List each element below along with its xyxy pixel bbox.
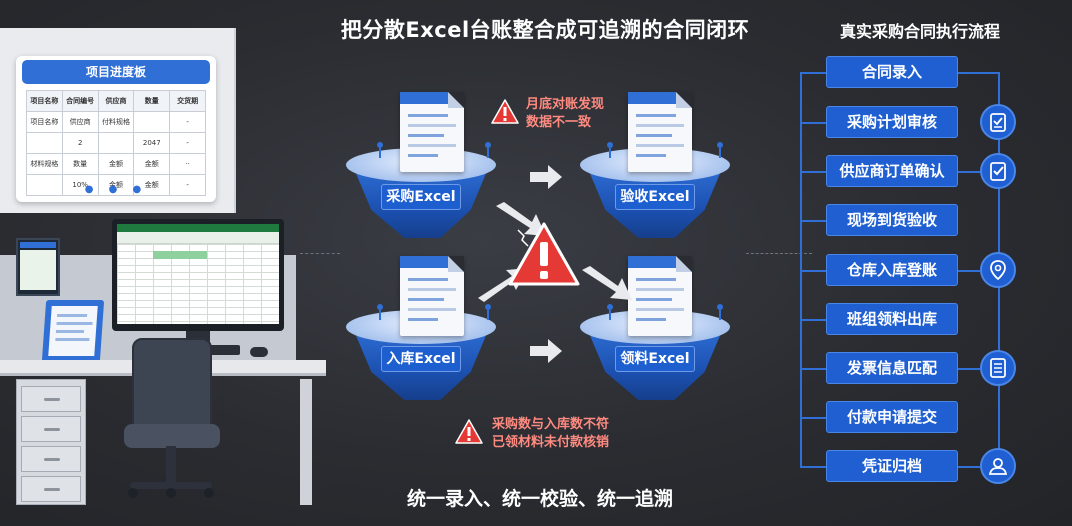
large-warning-icon	[508, 222, 580, 286]
user-pin-icon	[484, 142, 492, 158]
board-table: 项目名称 合同编号 供应商 数量 交货期 项目名称 供应商 付料规格 - 2 2…	[26, 90, 206, 196]
board-cell: 金额	[97, 153, 135, 175]
user-archive-icon	[980, 448, 1016, 484]
board-row: 2 2047 -	[26, 132, 206, 154]
user-pin-icon	[606, 142, 614, 158]
spreadsheet-document-icon	[400, 256, 464, 336]
warning-icon	[491, 99, 519, 124]
flow-step-site-acceptance: 现场到货验收	[826, 204, 958, 236]
board-cell: 金额	[133, 174, 171, 196]
board-cell: -	[169, 132, 206, 154]
document-list-icon	[980, 350, 1016, 386]
user-pin-icon	[376, 304, 384, 320]
tablet-document	[41, 300, 105, 362]
spreadsheet-screen	[117, 224, 279, 324]
user-pin-icon	[606, 304, 614, 320]
flow-step-plan-review: 采购计划审核	[826, 106, 958, 138]
board-cell	[133, 111, 171, 133]
board-cell: 2047	[133, 132, 171, 154]
crack-icon	[517, 229, 529, 247]
board-cell: 付料规格	[97, 111, 135, 133]
board-cell: 10%	[61, 174, 99, 196]
main-title: 把分散Excel台账整合成可追溯的合同闭环	[340, 18, 750, 42]
spreadsheet-document-icon	[628, 256, 692, 336]
inbound-excel-label: 入库Excel	[381, 346, 461, 372]
purchase-excel-label: 采购Excel	[381, 184, 461, 210]
board-cell: 金额	[133, 153, 171, 175]
board-cell: 供应商	[61, 111, 99, 133]
top-warning-text: 月底对账发现 数据不一致	[526, 96, 604, 132]
board-row: 材料规格 数量 金额 金额 ··	[26, 153, 206, 175]
flow-step-order-confirm: 供应商订单确认	[826, 155, 958, 187]
board-cell: 数量	[61, 153, 99, 175]
flow-step-payment-request: 付款申请提交	[826, 401, 958, 433]
user-pin-icon	[716, 142, 724, 158]
top-warning-line: 数据不一致	[526, 115, 592, 130]
dashed-connector	[746, 253, 812, 254]
user-pin-icon	[376, 142, 384, 158]
flow-step-warehouse-entry: 仓库入库登账	[826, 254, 958, 286]
flow-step-voucher-archive: 凭证归档	[826, 450, 958, 482]
check-document-icon	[980, 153, 1016, 189]
bottom-warning-text: 采购数与入库数不符 已领材料未付款核销	[492, 416, 609, 452]
board-cell: 合同编号	[61, 90, 99, 112]
board-row: 项目名称 供应商 付料规格 -	[26, 111, 206, 133]
board-cell: 供应商	[97, 90, 135, 112]
flow-step-invoice-match: 发票信息匹配	[826, 352, 958, 384]
board-cell	[26, 132, 63, 154]
material-excel-label: 领料Excel	[615, 346, 695, 372]
user-pin-icon	[484, 304, 492, 320]
board-cell	[97, 132, 135, 154]
warning-icon	[455, 419, 483, 444]
dashed-connector	[300, 253, 340, 254]
project-progress-board: 项目进度板 项目名称 合同编号 供应商 数量 交货期 项目名称 供应商 付料规格…	[16, 56, 216, 202]
desk-drawers	[16, 379, 86, 505]
board-row: 项目名称 合同编号 供应商 数量 交货期	[26, 90, 206, 112]
side-monitor	[16, 238, 60, 296]
desktop-monitor	[112, 219, 284, 331]
office-chair	[132, 338, 212, 434]
user-pin-icon	[716, 304, 724, 320]
board-cell: 项目名称	[26, 111, 63, 133]
board-cell: 2	[61, 132, 99, 154]
bottom-warning-line: 已领材料未付款核销	[492, 435, 610, 450]
board-cell: 数量	[133, 90, 171, 112]
spreadsheet-document-icon	[400, 92, 464, 172]
bottom-warning-line: 采购数与入库数不符	[492, 417, 610, 432]
inbound-excel-platform: 入库Excel	[346, 310, 496, 406]
keyboard	[210, 345, 240, 355]
bottom-slogan: 统一录入、统一校验、统一追溯	[406, 488, 673, 510]
arrow-diagonal-down-icon	[496, 202, 546, 236]
board-cell: ··	[169, 153, 206, 175]
mouse	[250, 347, 268, 357]
board-title: 项目进度板	[22, 60, 210, 84]
arrow-right-icon	[530, 339, 562, 363]
board-cell: 项目名称	[26, 90, 63, 112]
flow-step-material-issue: 班组领料出库	[826, 303, 958, 335]
location-pin-icon	[980, 252, 1016, 288]
board-cell: -	[169, 111, 206, 133]
checklist-icon	[980, 104, 1016, 140]
arrow-right-icon	[530, 165, 562, 189]
spreadsheet-document-icon	[628, 92, 692, 172]
acceptance-excel-label: 验收Excel	[615, 184, 695, 210]
board-cell: 交货期	[169, 90, 206, 112]
flow-title: 真实采购合同执行流程	[839, 22, 1000, 41]
board-cell: 材料规格	[26, 153, 63, 175]
board-cell: -	[169, 174, 206, 196]
arrow-diagonal-down-right-icon	[582, 266, 632, 300]
flow-step-contract-entry: 合同录入	[826, 56, 958, 88]
board-row: 10% 金额 金额 -	[26, 174, 206, 196]
top-warning-line: 月底对账发现	[526, 97, 605, 112]
board-pagination-dots: ● ● ●	[84, 184, 148, 195]
